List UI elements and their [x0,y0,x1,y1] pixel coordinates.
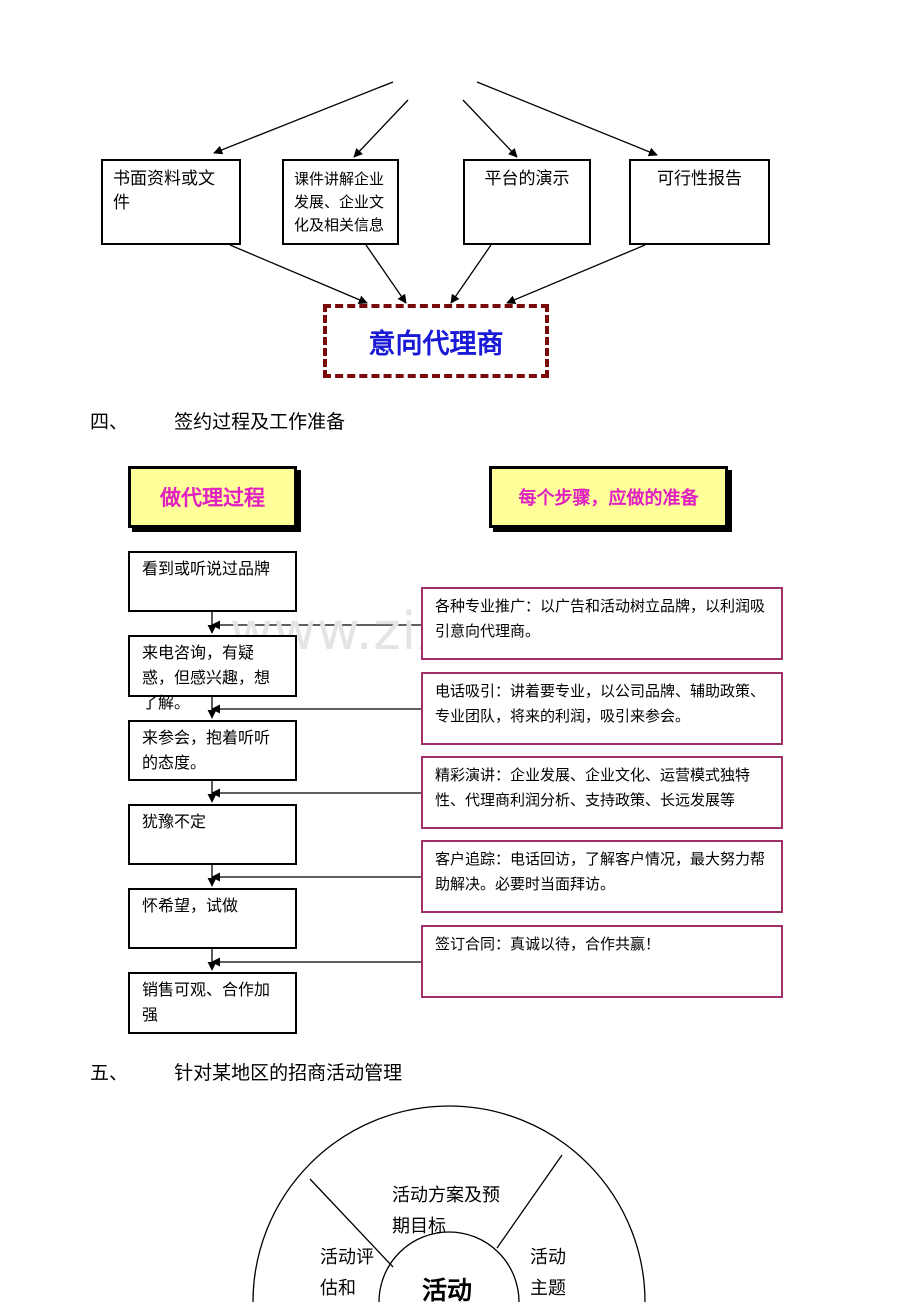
prep-label-4: 客户追踪：电话回访，了解客户情况，最大努力帮助解决。必要时当面拜访。 [435,850,766,893]
section4-number: 四、 [90,411,129,433]
step-box-1: 看到或听说过品牌 [128,551,297,612]
step-label-3: 来参会，抱着听听的态度。 [142,728,271,772]
step-label-2: 来电咨询，有疑惑，但感兴趣，想了解。 [142,643,271,712]
target-agent-box: 意向代理商 [323,304,549,378]
prep-label-3: 精彩演讲：企业发展、企业文化、运营模式独特性、代理商利润分析、支持政策、长远发展… [435,766,751,809]
wheel-segment-top: 活动方案及预期目标 [392,1180,502,1242]
arrow-from-material-2 [365,244,407,304]
step-label-5: 怀希望，试做 [142,896,239,915]
material-label-4: 可行性报告 [657,169,742,189]
wheel-divider-right [496,1154,563,1249]
step-label-4: 犹豫不定 [142,812,207,831]
step-label-1: 看到或听说过品牌 [142,559,271,578]
prep-box-1: 各种专业推广：以广告和活动树立品牌，以利润吸引意向代理商。 [421,587,783,660]
prep-box-4: 客户追踪：电话回访，了解客户情况，最大努力帮助解决。必要时当面拜访。 [421,840,783,913]
section4-heading: 四、 签约过程及工作准备 [90,407,345,434]
arrow-from-material-1 [229,244,368,304]
section5-heading: 五、 针对某地区的招商活动管理 [90,1058,402,1085]
prep-label-1: 各种专业推广：以广告和活动树立品牌，以利润吸引意向代理商。 [435,597,766,640]
material-box-1: 书面资料或文件 [101,159,241,245]
target-agent-label: 意向代理商 [368,328,504,360]
step-label-6: 销售可观、合作加强 [142,980,271,1024]
arrow-from-material-3 [450,244,492,304]
material-box-2: 课件讲解企业发展、企业文化及相关信息 [282,159,399,245]
material-box-4: 可行性报告 [629,159,770,245]
section5-title: 针对某地区的招商活动管理 [174,1062,403,1084]
section4-title: 签约过程及工作准备 [174,411,346,433]
prep-box-3: 精彩演讲：企业发展、企业文化、运营模式独特性、代理商利润分析、支持政策、长远发展… [421,756,783,829]
arrow-to-material-4 [476,81,658,157]
wheel-center: 活动 [422,1271,472,1307]
step-box-5: 怀希望，试做 [128,888,297,949]
prep-box-5: 签订合同：真诚以待，合作共赢！ [421,925,783,998]
step-box-6: 销售可观、合作加强 [128,972,297,1034]
preparation-header: 每个步骤，应做的准备 [489,466,728,528]
step-box-2: 来电咨询，有疑惑，但感兴趣，想了解。 [128,635,297,712]
material-label-3: 平台的演示 [484,169,570,189]
wheel-segment-right: 活动主题 [530,1242,570,1302]
step-box-4: 犹豫不定 [128,804,297,865]
step-box-3: 来参会，抱着听听的态度。 [128,720,297,781]
prep-label-2: 电话吸引：讲着要专业，以公司品牌、辅助政策、专业团队，将来的利润，吸引来参会。 [435,682,766,725]
wheel-segment-left: 活动评估和 [320,1242,382,1302]
process-header-label: 做代理过程 [160,486,265,510]
prep-label-5: 签订合同：真诚以待，合作共赢！ [435,935,661,953]
preparation-header-label: 每个步骤，应做的准备 [518,488,699,509]
material-box-3: 平台的演示 [463,159,591,245]
arrow-to-material-3 [462,99,518,158]
arrow-to-material-2 [353,99,409,158]
wheel-left-label: 活动评估和 [320,1247,374,1299]
process-header: 做代理过程 [128,466,297,528]
material-label-2: 课件讲解企业发展、企业文化及相关信息 [294,170,385,234]
section5-number: 五、 [90,1062,129,1084]
arrow-from-material-4 [506,244,646,305]
arrow-to-material-1 [213,81,394,155]
wheel-right-label: 活动主题 [530,1247,566,1299]
material-label-1: 书面资料或文件 [113,169,215,213]
prep-box-2: 电话吸引：讲着要专业，以公司品牌、辅助政策、专业团队，将来的利润，吸引来参会。 [421,672,783,745]
wheel-top-label: 活动方案及预期目标 [392,1185,500,1237]
wheel-center-label: 活动 [422,1276,473,1305]
